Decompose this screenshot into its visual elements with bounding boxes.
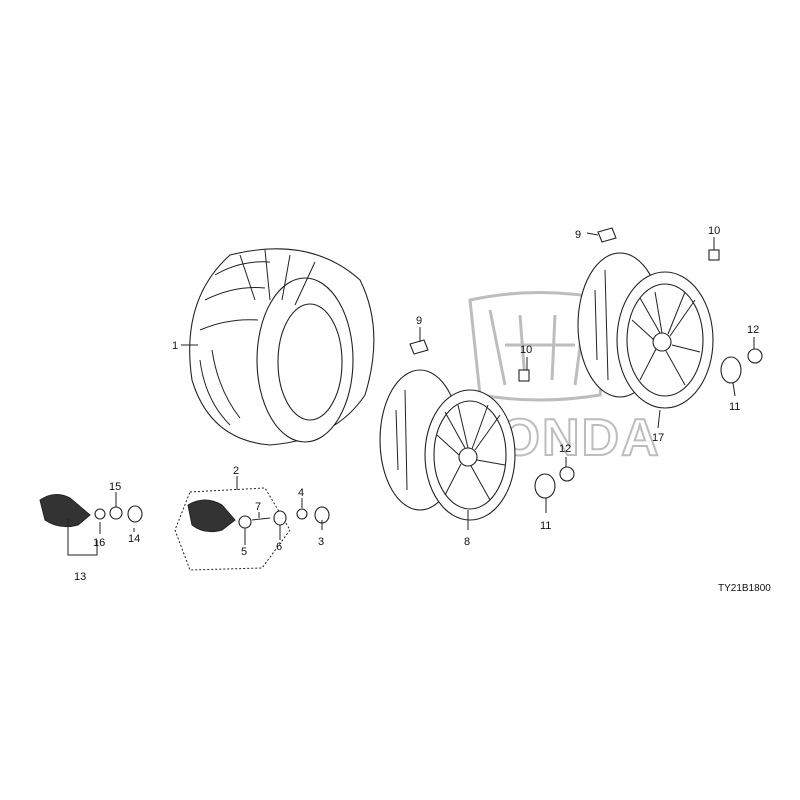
center-cap-11-left <box>534 473 556 499</box>
wheel-17 <box>577 252 714 409</box>
callout-16: 16 <box>93 537 105 549</box>
callout-2: 2 <box>233 465 239 477</box>
callout-3: 3 <box>318 536 324 548</box>
callout-11-left: 11 <box>540 520 551 532</box>
callout-7: 7 <box>255 501 261 513</box>
callout-10-lower: 10 <box>520 344 532 356</box>
callout-4: 4 <box>298 487 304 499</box>
callout-14: 14 <box>128 533 140 545</box>
callout-15: 15 <box>109 481 121 493</box>
balance-weight-9-upper <box>597 227 617 243</box>
wheel-8 <box>379 369 516 521</box>
center-cap-11-right <box>720 356 742 384</box>
callout-6: 6 <box>276 541 282 553</box>
callout-9-upper: 9 <box>575 229 581 241</box>
wheel-nut-12-left <box>559 466 575 482</box>
balance-weight-10-upper <box>708 249 720 261</box>
callout-17: 17 <box>652 432 664 444</box>
callout-12-left: 12 <box>559 443 571 455</box>
tpms-sensor-13 <box>39 494 143 528</box>
tpms-sensor-2 <box>174 487 330 571</box>
callout-8: 8 <box>464 536 470 548</box>
tire <box>189 248 375 446</box>
figure-code: TY21B1800 <box>718 583 771 594</box>
callout-1: 1 <box>172 340 178 352</box>
balance-weight-9-lower <box>409 339 429 355</box>
balance-weight-10-lower <box>518 369 530 382</box>
callout-5: 5 <box>241 546 247 558</box>
callout-10-upper: 10 <box>708 225 720 237</box>
wheel-nut-12-right <box>747 348 763 364</box>
callout-11-right: 11 <box>729 401 740 413</box>
callout-9-lower: 9 <box>416 315 422 327</box>
callout-12-right: 12 <box>747 324 759 336</box>
callout-13: 13 <box>74 571 86 583</box>
leader-lines <box>67 232 755 556</box>
